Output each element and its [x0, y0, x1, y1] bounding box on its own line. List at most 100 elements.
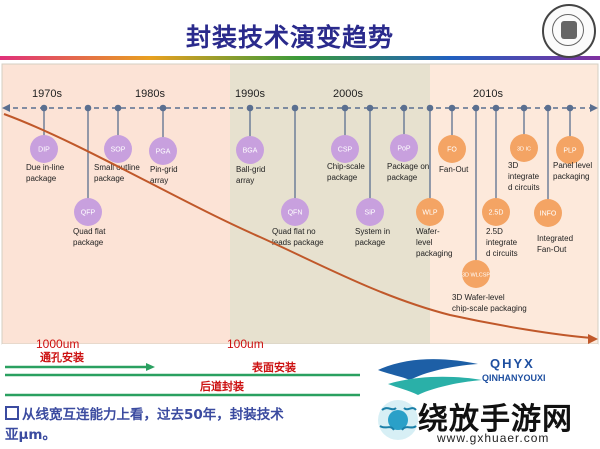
timeline-dot-pop	[400, 104, 408, 112]
package-label-line: Due in-line	[26, 163, 65, 172]
bullet-box-icon	[5, 406, 19, 420]
watermark-logo	[370, 350, 600, 449]
package-node-pop: PoP Package on package	[387, 134, 429, 182]
package-label-line: array	[236, 176, 254, 185]
watermark-sub: QINHANYOUXI	[482, 373, 546, 383]
package-label-line: package	[327, 173, 358, 182]
package-label-line: 3D Wafer-level	[452, 293, 505, 302]
package-label-line: package	[355, 238, 386, 247]
package-label-line: d circuits	[486, 249, 518, 258]
package-abbr: 3D WLCSP	[462, 273, 490, 279]
package-abbr: WLP	[422, 210, 438, 217]
package-label-line: Quad flat no	[272, 227, 316, 236]
package-label-line: integrate	[508, 172, 540, 181]
label-backend-packaging: 后道封装	[200, 379, 244, 393]
timeline-dot-info	[544, 104, 552, 112]
feature-size-trend-curve	[3, 113, 593, 339]
page-title: 封装技术演变趋势	[185, 23, 394, 52]
timeline-dot-pga	[159, 104, 167, 112]
timeline-arrow-left	[2, 104, 10, 112]
package-abbr: DIP	[38, 147, 50, 154]
package-label-line: Panel level	[553, 161, 592, 170]
watermark-url: www.gxhuaer.com	[437, 431, 550, 445]
timeline-dot-3d-wlcsp	[472, 104, 480, 112]
timeline-dot-bga	[246, 104, 254, 112]
decade-2010s: 2010s	[473, 88, 503, 100]
package-label-line: Quad flat	[73, 227, 106, 236]
package-label-line: Wafer-	[416, 227, 440, 236]
package-abbr: 2.5D	[489, 210, 504, 217]
timeline-dot-sop	[114, 104, 122, 112]
decade-1990s: 1990s	[235, 88, 265, 100]
timeline-arrow-right	[590, 104, 598, 112]
package-label-line: package	[94, 174, 125, 183]
package-node-2.5d: 2.5D 2.5D integrate d circuits	[482, 198, 518, 258]
package-abbr: INFO	[540, 211, 557, 218]
package-label-line: Ball-grid	[236, 165, 265, 174]
package-abbr: PLP	[563, 148, 577, 155]
package-abbr: QFN	[288, 210, 303, 217]
era-band-2010s	[430, 64, 598, 344]
scale-100um: 100um	[227, 337, 264, 351]
package-abbr: 3D IC	[517, 147, 531, 153]
timeline-dot-qfn	[291, 104, 299, 112]
footnote-line-1: 从线宽互连能力上看，过去50年，封装技术	[22, 407, 284, 423]
package-node-wlp: WLP Wafer-level packaging	[416, 198, 452, 258]
package-label-line: Package on	[387, 162, 429, 171]
university-seal-logo	[542, 4, 596, 58]
timeline-dot-2.5d	[492, 104, 500, 112]
package-label-line: Integrated	[537, 234, 573, 243]
footnote: 从线宽互连能力上看，过去50年，封装技术 亚μm。	[5, 405, 365, 445]
package-abbr: PGA	[156, 149, 171, 156]
timeline-dot-3d-ic	[520, 104, 528, 112]
decade-1980s: 1980s	[135, 88, 165, 100]
package-abbr: QFP	[81, 210, 96, 217]
package-node-sip: SiP System in package	[355, 198, 390, 247]
package-label-line: package	[73, 238, 104, 247]
timeline-dot-csp	[341, 104, 349, 112]
package-node-sop: SOP Small outline package	[94, 135, 140, 183]
label-surface-mount: 表面安装	[251, 360, 296, 374]
package-abbr: FO	[447, 147, 457, 154]
label-through-hole: 通孔安装	[40, 350, 84, 364]
timeline-dot-wlp	[426, 104, 434, 112]
timeline-dot-qfp	[84, 104, 92, 112]
package-label-line: integrate	[486, 238, 518, 247]
timeline-dot-dip	[40, 104, 48, 112]
package-label-line: chip-scale packaging	[452, 304, 527, 313]
decade-2000s: 2000s	[333, 88, 363, 100]
trend-curve-arrow	[588, 334, 598, 344]
package-label-line: System in	[355, 227, 390, 236]
package-label-line: Pin-grid	[150, 165, 178, 174]
package-label-line: package	[387, 173, 418, 182]
package-abbr: PoP	[397, 146, 411, 153]
package-label-line: d circuits	[508, 183, 540, 192]
package-abbr: SOP	[111, 147, 126, 154]
package-label-line: Small outline	[94, 163, 140, 172]
decade-1970s: 1970s	[32, 88, 62, 100]
title-divider	[0, 56, 600, 60]
watermark-brand: QHYX	[490, 356, 535, 371]
package-label-line: level	[416, 238, 433, 247]
package-label-line: Chip-scale	[327, 162, 365, 171]
package-label-line: 2.5D	[486, 227, 503, 236]
package-label-line: array	[150, 176, 168, 185]
package-label-line: package	[26, 174, 57, 183]
scale-1000um: 1000um	[36, 337, 79, 351]
package-abbr: CSP	[338, 147, 353, 154]
package-node-pga: PGA Pin-grid array	[149, 137, 178, 185]
package-abbr: SiP	[365, 210, 376, 217]
package-label-line: Fan-Out	[439, 165, 469, 174]
package-node-csp: CSP Chip-scale package	[327, 135, 365, 182]
package-node-qfp: QFP Quad flat package	[73, 198, 106, 247]
package-label-line: packaging	[416, 249, 452, 258]
timeline-dot-plp	[566, 104, 574, 112]
package-label-line: Fan-Out	[537, 245, 567, 254]
package-node-fo: FO Fan-Out	[438, 135, 469, 174]
footnote-line-2: 亚μm。	[5, 427, 57, 443]
